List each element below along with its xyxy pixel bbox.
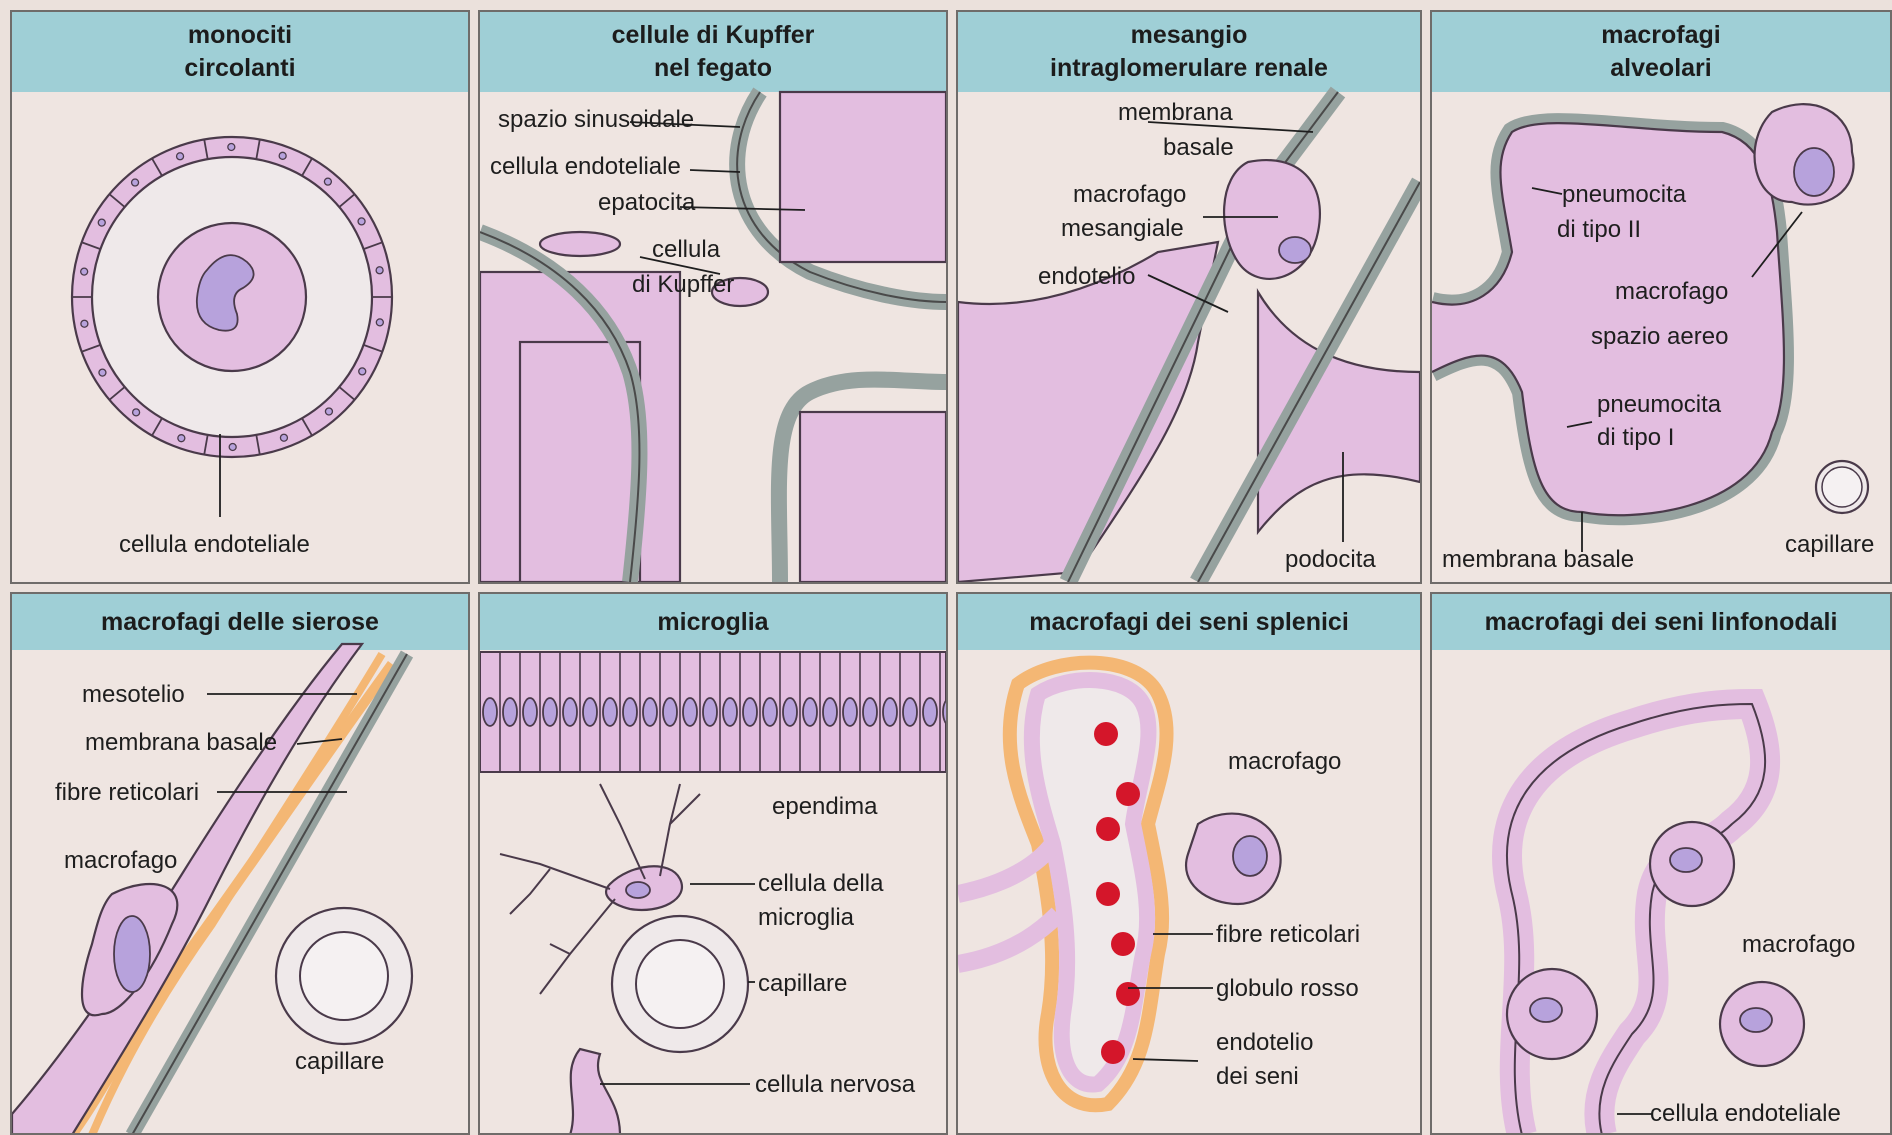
- kupffer-diagram: spazio sinusoidale cellula endoteliale e…: [480, 12, 946, 582]
- panel-monociti: monociti circolanti cellula endoteliale: [10, 10, 470, 584]
- label-macrofago: macrofago: [1073, 181, 1186, 208]
- label-macrofago: macrofago: [1742, 931, 1855, 958]
- label-capillare: capillare: [1785, 531, 1874, 558]
- spleen-diagram: macrofago fibre reticolari globulo rosso…: [958, 594, 1420, 1135]
- label-ependima: ependima: [772, 793, 878, 820]
- label-cellula-endoteliale: cellula endoteliale: [119, 531, 310, 558]
- alveolar-diagram: pneumocita di tipo II macrofago spazio a…: [1432, 12, 1890, 582]
- label-fibre-reticolari: fibre reticolari: [1216, 921, 1360, 948]
- label-cellula-endoteliale: cellula endoteliale: [1650, 1100, 1841, 1127]
- mesangial-macrophage: [1224, 160, 1320, 279]
- label-cellula-della: cellula della: [758, 870, 884, 897]
- panel-microglia: microglia ependima cellula della microgl…: [478, 592, 948, 1135]
- hepatocyte-grid-left: [480, 272, 680, 582]
- label-macrofago: macrofago: [64, 847, 177, 874]
- label-spazio-aereo: spazio aereo: [1591, 323, 1728, 350]
- label-pneumocita-i: pneumocita: [1597, 391, 1722, 418]
- label-membrana: membrana: [1118, 99, 1233, 126]
- panel-splenici: macrofagi dei seni splenici macrofago fi…: [956, 592, 1422, 1135]
- panel-alveolari: macrofagi alveolari pneumocita di tipo I…: [1430, 10, 1892, 584]
- microglia-diagram: ependima cellula della microglia capilla…: [480, 594, 946, 1135]
- label-basale: basale: [1163, 134, 1234, 161]
- lymph-node-diagram: macrofago cellula endoteliale: [1432, 594, 1890, 1135]
- kupffer-cell: [540, 232, 620, 256]
- mesangium-diagram: membrana basale macrofago mesangiale end…: [958, 12, 1420, 582]
- label-di-kupffer: di Kupffer: [632, 271, 734, 298]
- label-membrana-basale: membrana basale: [1442, 546, 1634, 573]
- label-capillare: capillare: [295, 1048, 384, 1075]
- label-cellula: cellula: [652, 236, 721, 263]
- label-mesangiale: mesangiale: [1061, 215, 1184, 242]
- label-membrana-basale: membrana basale: [85, 729, 277, 756]
- label-cellula-endoteliale: cellula endoteliale: [490, 153, 681, 180]
- label-macrofago: macrofago: [1615, 278, 1728, 305]
- panel-kupffer: cellule di Kupffer nel fegato spazio sin…: [478, 10, 948, 584]
- label-podocita: podocita: [1285, 546, 1376, 573]
- label-spazio-sinusoidale: spazio sinusoidale: [498, 106, 694, 133]
- nerve-cell: [570, 1049, 620, 1135]
- label-endotelio: endotelio: [1216, 1029, 1313, 1056]
- monocyte-diagram: cellula endoteliale: [12, 12, 468, 582]
- label-capillare: capillare: [758, 970, 847, 997]
- label-mesotelio: mesotelio: [82, 681, 185, 708]
- label-endotelio: endotelio: [1038, 263, 1135, 290]
- label-epatocita: epatocita: [598, 189, 696, 216]
- label-cellula-nervosa: cellula nervosa: [755, 1071, 916, 1098]
- panel-mesangio: mesangio intraglomerulare renale membran…: [956, 10, 1422, 584]
- ependyma: [480, 652, 946, 772]
- label-di-tipo-i: di tipo I: [1597, 424, 1674, 451]
- label-globulo-rosso: globulo rosso: [1216, 975, 1359, 1002]
- label-di-tipo-ii: di tipo II: [1557, 216, 1641, 243]
- label-pneumocita-ii: pneumocita: [1562, 181, 1687, 208]
- label-microglia: microglia: [758, 904, 855, 931]
- panel-sierose: macrofagi delle sierose mesotelio membra…: [10, 592, 470, 1135]
- label-dei-seni: dei seni: [1216, 1063, 1299, 1090]
- panel-linfonodali: macrofagi dei seni linfonodali macrofago…: [1430, 592, 1892, 1135]
- label-fibre-reticolari: fibre reticolari: [55, 779, 199, 806]
- serosa-diagram: mesotelio membrana basale fibre reticola…: [12, 594, 468, 1135]
- label-macrofago: macrofago: [1228, 748, 1341, 775]
